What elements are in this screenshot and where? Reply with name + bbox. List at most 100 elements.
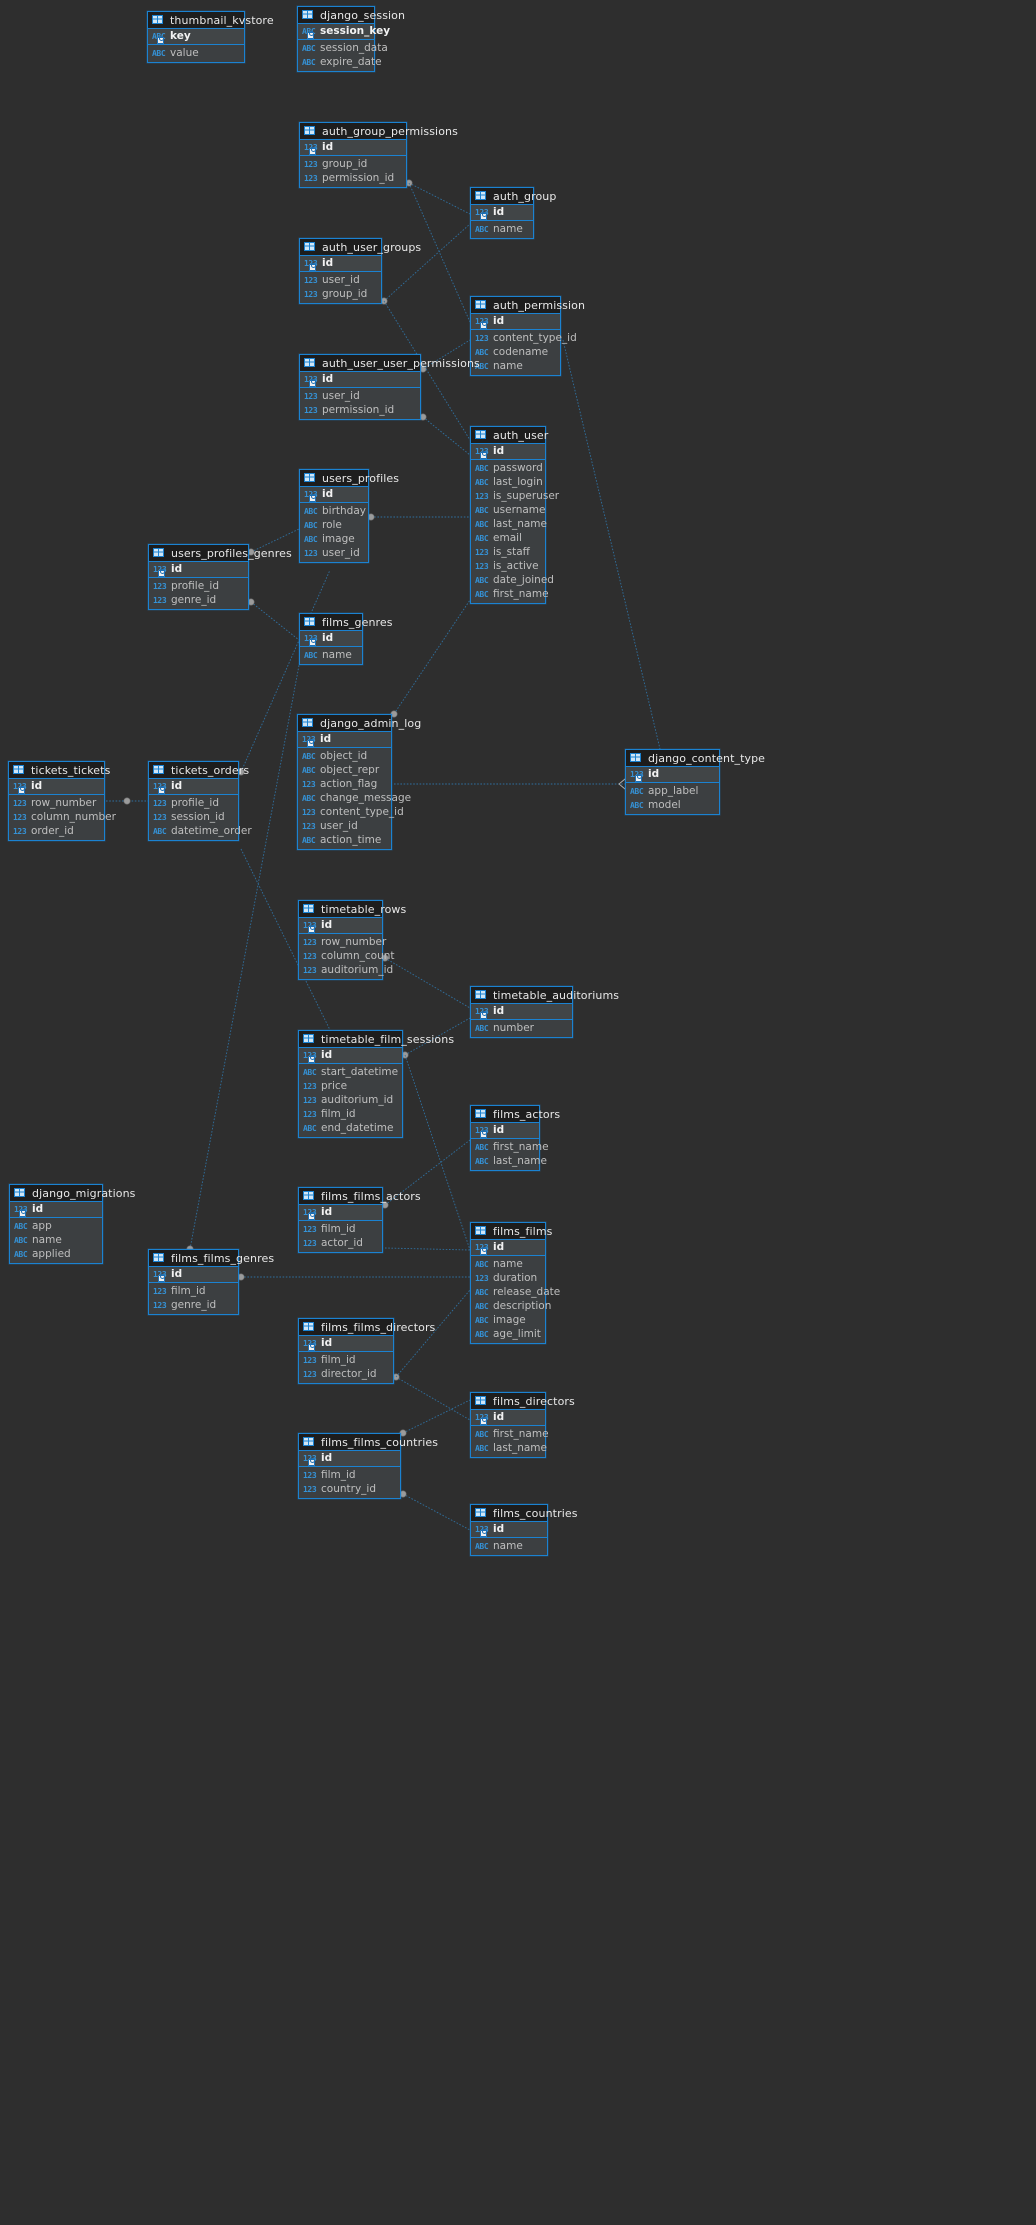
relationship-line-films_films_genres-to-films_genres[interactable] bbox=[189, 659, 301, 1250]
relationship-endpoint-dot[interactable] bbox=[123, 797, 131, 805]
table-header-django_migrations[interactable]: django_migrations bbox=[10, 1185, 135, 1202]
relationship-line-django_admin_log-to-auth_user[interactable] bbox=[393, 599, 471, 715]
table-header-tickets_orders[interactable]: tickets_orders bbox=[149, 762, 249, 779]
table-header-users_profiles_genres[interactable]: users_profiles_genres bbox=[149, 545, 292, 562]
table-header-auth_user_groups[interactable]: auth_user_groups bbox=[300, 239, 421, 256]
table-header-auth_group[interactable]: auth_group bbox=[471, 188, 556, 205]
relationship-line-timetable_rows-to-timetable_auditoriums[interactable] bbox=[384, 957, 471, 1009]
table-header-films_actors[interactable]: films_actors bbox=[471, 1106, 560, 1123]
table-header-films_films_directors[interactable]: films_films_directors bbox=[299, 1319, 435, 1336]
table-header-thumbnail_kvstore[interactable]: thumbnail_kvstore bbox=[148, 12, 274, 29]
relationship-line-auth_user_groups-to-auth_group[interactable] bbox=[383, 223, 471, 302]
table-header-films_directors[interactable]: films_directors bbox=[471, 1393, 575, 1410]
table-header-auth_user[interactable]: auth_user bbox=[471, 427, 548, 444]
table-header-films_genres[interactable]: films_genres bbox=[300, 614, 393, 631]
relationship-line-films_films_directors-to-films_films[interactable] bbox=[395, 1289, 471, 1378]
table-header-timetable_rows[interactable]: timetable_rows bbox=[299, 901, 406, 918]
relationship-line-films_films_directors-to-films_directors[interactable] bbox=[395, 1376, 471, 1421]
table-header-timetable_film_sessions[interactable]: timetable_film_sessions bbox=[299, 1031, 454, 1048]
table-header-users_profiles[interactable]: users_profiles bbox=[300, 470, 399, 487]
table-header-films_films_genres[interactable]: films_films_genres bbox=[149, 1250, 274, 1267]
